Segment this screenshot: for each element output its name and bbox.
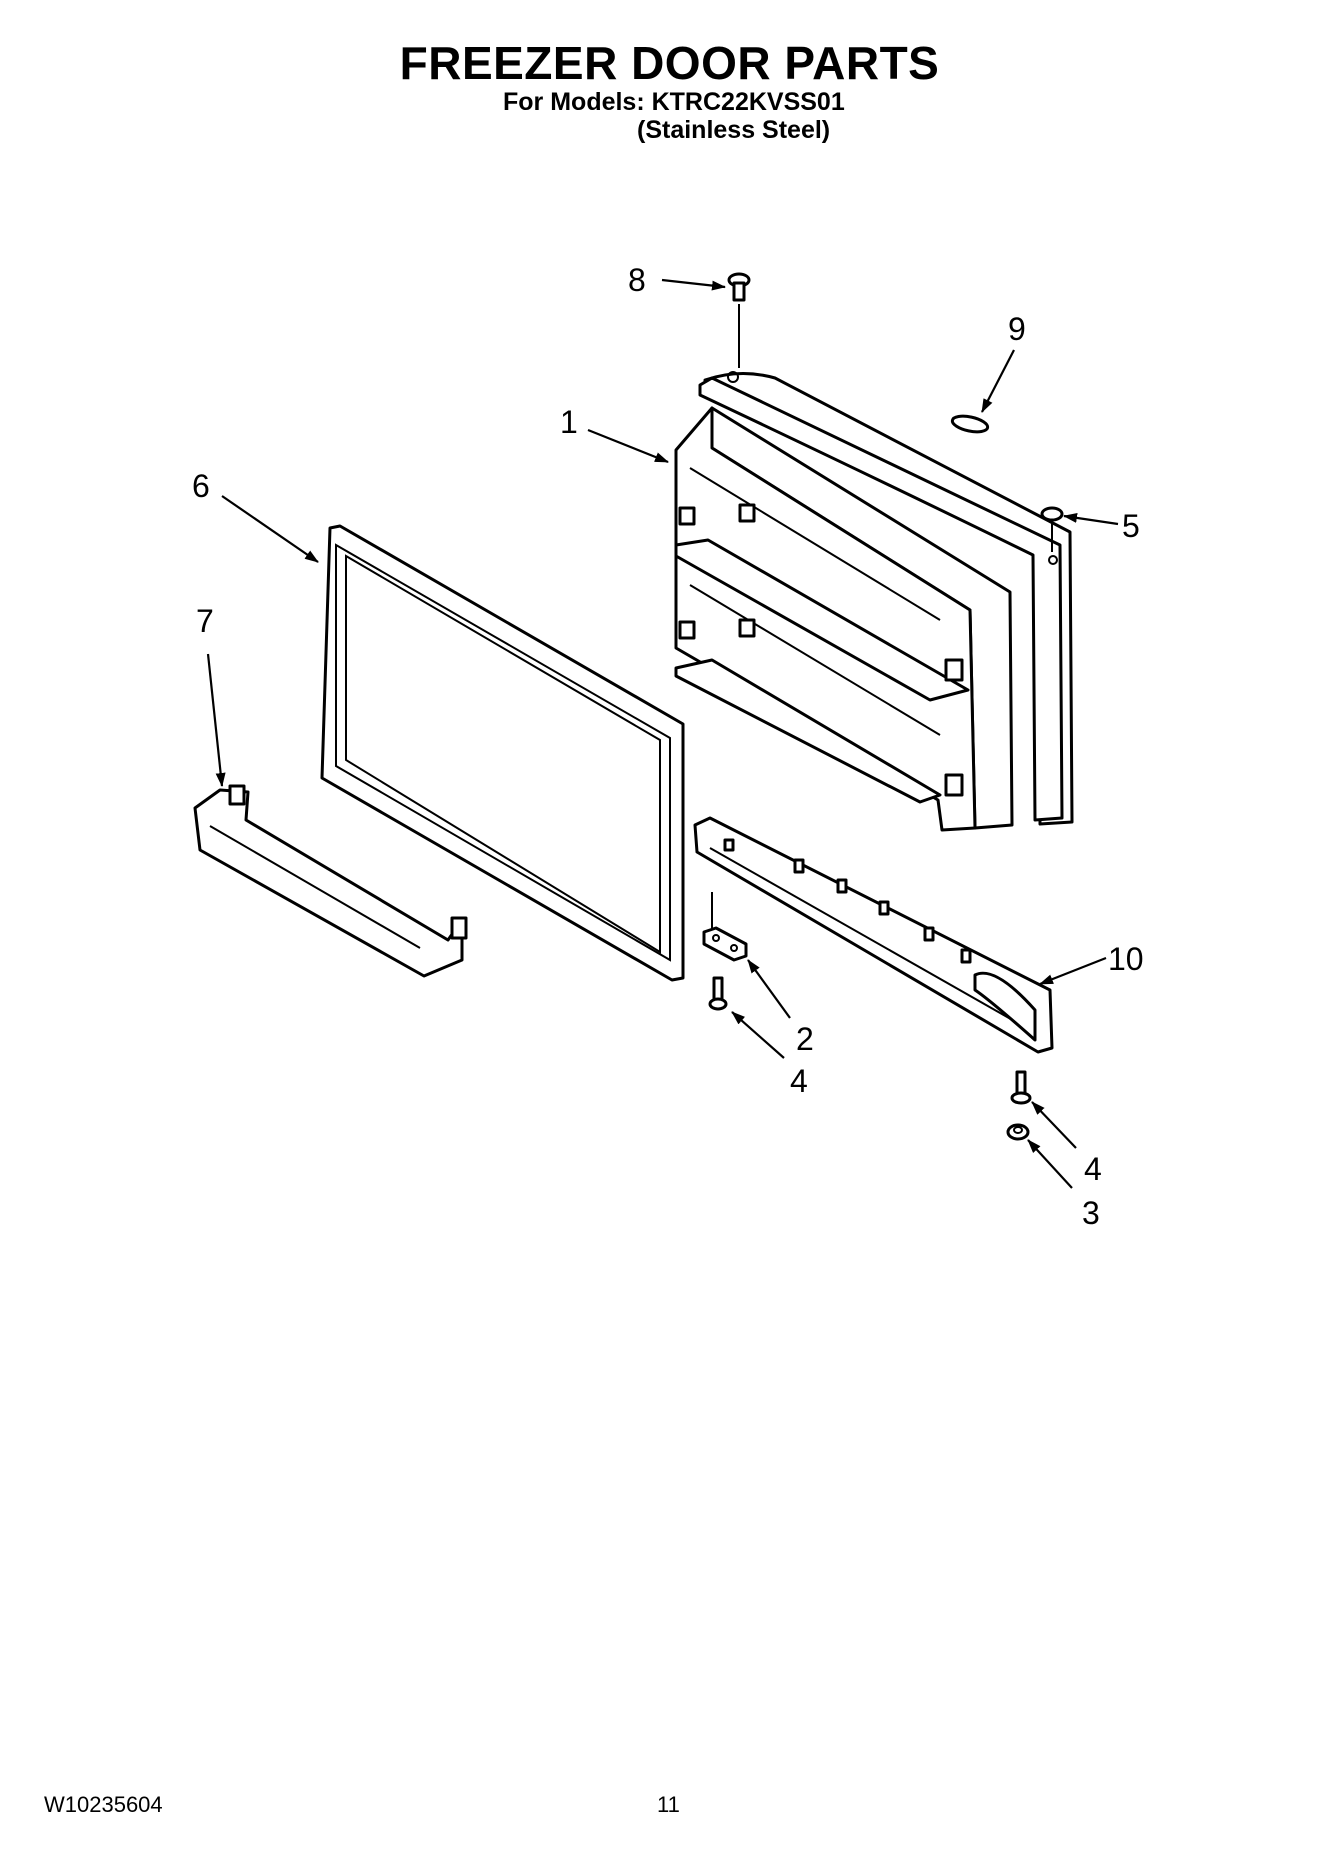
page-number: 11 [657,1792,680,1817]
document-number: W10235604 [44,1792,163,1817]
leader-9 [981,349,1015,413]
callout-8: 8 [628,262,646,298]
leader-8 [661,278,726,291]
callout-6: 6 [192,468,210,504]
door-liner-part [674,371,1074,832]
callout-4-right: 4 [1084,1151,1102,1187]
callout-1: 1 [560,404,578,440]
screw-part-4-left [708,976,728,1011]
callout-7: 7 [196,603,214,639]
callout-10: 10 [1108,941,1144,977]
leader-10 [1039,956,1107,986]
leader-7 [206,653,226,787]
screw-part-4-right [1010,1070,1032,1105]
nut-part-3 [1006,1123,1030,1141]
leader-6 [221,495,319,563]
leader-5 [1063,512,1119,526]
handle-part [193,784,468,978]
screw-part-8 [727,272,751,368]
callout-2: 2 [796,1021,814,1057]
door-gasket-part [320,524,685,982]
leader-2 [747,959,791,1019]
hinge-bracket-part [702,892,748,962]
plug-part-9 [950,414,990,434]
leader-1 [587,428,669,464]
leader-3 [1027,1139,1073,1189]
plug-part-5 [1040,506,1064,552]
callout-9: 9 [1008,311,1026,347]
models-line: For Models: KTRC22KVSS01 [503,88,845,116]
callout-5: 5 [1122,508,1140,544]
variant-line: (Stainless Steel) [637,116,831,144]
page-title: FREEZER DOOR PARTS [399,37,940,89]
callout-4-left: 4 [790,1063,808,1099]
leader-4-right [1031,1101,1077,1149]
leader-4-left [731,1011,785,1059]
callout-3: 3 [1082,1195,1100,1231]
bottom-trim-part [693,816,1054,1054]
